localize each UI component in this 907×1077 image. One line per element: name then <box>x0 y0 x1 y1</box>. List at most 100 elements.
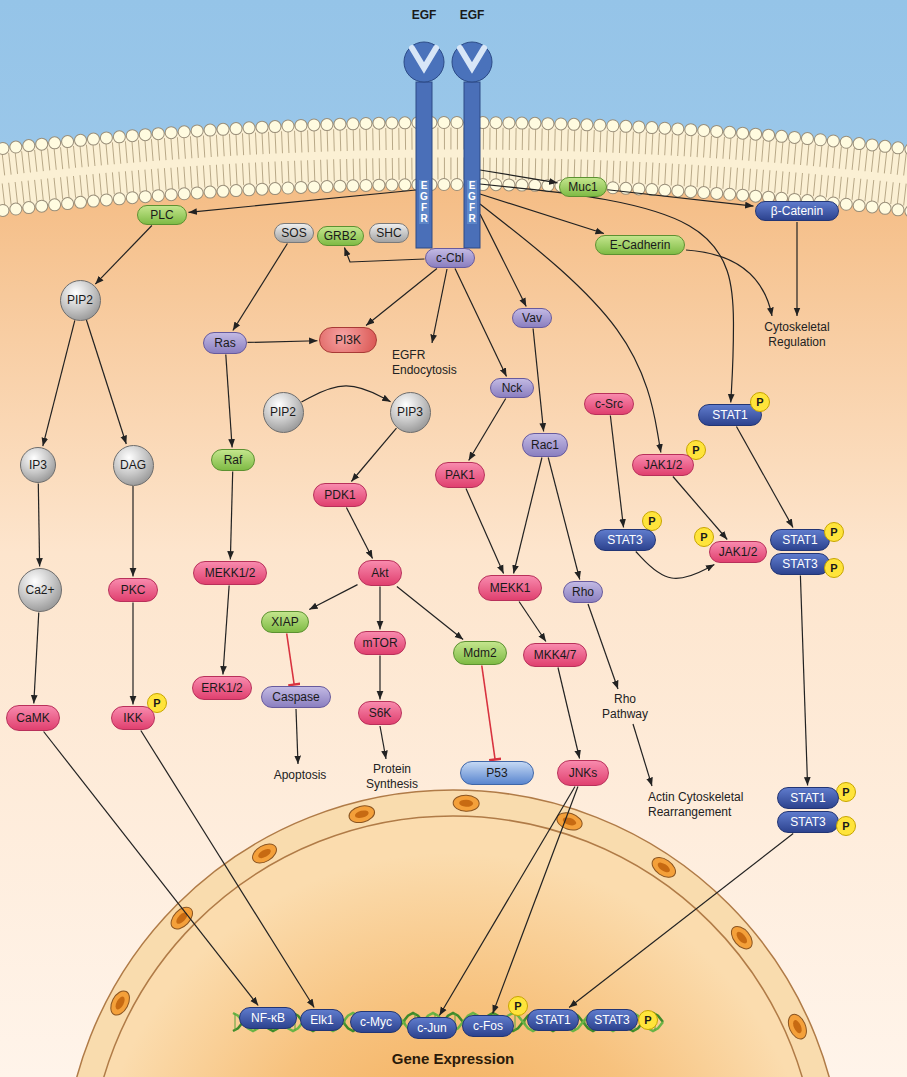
nuclear-pore <box>107 988 133 1018</box>
dna-rung <box>555 1013 556 1030</box>
factor-pill: STAT3 <box>586 1009 638 1031</box>
activation-connector <box>95 226 152 285</box>
node-label: S6K <box>369 706 392 720</box>
node-label: Nck <box>502 381 523 395</box>
dna-rung <box>395 1013 396 1030</box>
dna-rung <box>455 1013 456 1030</box>
dna-rung <box>415 1013 416 1030</box>
factor-pill: STAT1 <box>770 529 830 551</box>
activation-connector <box>346 508 372 559</box>
node-label: PKC <box>121 583 146 597</box>
node-label: P <box>700 530 707 544</box>
ligand-cleft <box>460 48 484 68</box>
phospho-badge: P <box>508 996 528 1016</box>
node-label: MKK4/7 <box>534 648 577 662</box>
activation-connector <box>132 486 133 577</box>
dna-rung <box>655 1013 656 1030</box>
node-label: Rac1 <box>531 438 559 452</box>
node-label: EGF <box>442 8 502 22</box>
node-label: EGFR <box>467 180 477 224</box>
pathway-label: Rho Pathway <box>595 692 655 722</box>
factor-pill: STAT1 <box>777 787 839 809</box>
adaptor-pill: Raf <box>211 449 255 471</box>
adaptor-pill: XIAP <box>261 611 309 633</box>
kinase-pill: JNKs <box>557 760 609 786</box>
receptor-head <box>404 42 444 82</box>
outcome-arrow <box>588 604 618 689</box>
dna-rung <box>365 1019 366 1025</box>
node-label: Rho <box>572 585 594 599</box>
kinase-pill: JAK1/2 <box>709 541 767 563</box>
dna-rung <box>305 1019 306 1025</box>
lipid-tails <box>0 169 907 197</box>
dna-rung <box>375 1013 376 1030</box>
adaptor-pill: Muc1 <box>559 177 607 197</box>
kinase-pill: PDK1 <box>313 483 367 507</box>
factor-pill: β-Catenin <box>755 201 839 221</box>
node-label: STAT1 <box>782 533 818 547</box>
node-label: STAT1 <box>790 791 826 805</box>
dna-strand <box>233 1013 663 1031</box>
activation-connector <box>309 585 357 610</box>
node-label: PI3K <box>335 333 361 347</box>
dna-rung <box>635 1013 636 1030</box>
label-box: Cytoskeletal Regulation <box>747 320 847 350</box>
node-label: P <box>648 514 655 528</box>
gtpase-pill: Ras <box>203 332 247 354</box>
activation-connector <box>189 190 417 212</box>
activation-connector <box>493 787 578 1014</box>
nuclear-pore <box>555 810 585 833</box>
messenger-sphere: DAG <box>113 445 154 486</box>
activation-connector <box>569 834 793 1008</box>
node-label: E-Cadherin <box>610 238 671 252</box>
kinase-pill: PAK1 <box>435 462 485 488</box>
label-box: EGFR Endocytosis <box>392 348 472 378</box>
phospho-badge: P <box>824 522 844 542</box>
node-label: IKK <box>123 711 142 725</box>
receptor-head <box>452 42 492 82</box>
node-label: c-Src <box>595 397 623 411</box>
kinase-pill: IKK <box>111 706 155 730</box>
node-label: Elk1 <box>310 1013 333 1027</box>
node-label: PIP2 <box>270 405 296 419</box>
node-label: PIP3 <box>397 405 423 419</box>
activation-connector <box>548 458 580 580</box>
activation-connector <box>610 416 623 528</box>
outcome-arrows <box>296 222 797 786</box>
node-label: Gene Expression <box>63 1052 843 1066</box>
factor-pill: Elk1 <box>300 1009 344 1031</box>
dna-rung <box>545 1019 546 1025</box>
outcome-arrow <box>432 269 447 343</box>
activation-connector <box>301 386 390 402</box>
dna-rung <box>645 1019 646 1025</box>
pathway-label: Apoptosis <box>260 768 340 783</box>
dna-rung <box>345 1019 346 1025</box>
activation-connector <box>800 576 807 786</box>
dna-rung <box>615 1013 616 1030</box>
dna-rung <box>495 1013 496 1030</box>
membrane-core <box>0 123 907 213</box>
dna-rung <box>605 1019 606 1025</box>
activation-connector <box>397 587 463 640</box>
factor-pill: c-Fos <box>462 1015 514 1037</box>
outcome-arrow <box>686 250 772 316</box>
adaptor-pill: E-Cadherin <box>595 235 685 255</box>
gtpase-pill: Caspase <box>261 686 331 708</box>
dna-rung <box>565 1019 566 1025</box>
activation-connector <box>132 603 133 705</box>
factor-pill: c-Jun <box>407 1017 457 1039</box>
node-label: IP3 <box>29 458 47 472</box>
dna-rung <box>355 1013 356 1030</box>
activation-connector <box>514 458 542 574</box>
node-label: c-Cbl <box>436 251 464 265</box>
node-label: β-Catenin <box>771 204 823 218</box>
node-label: c-Myc <box>360 1015 392 1029</box>
dna-rung <box>275 1013 276 1030</box>
nuclear-envelope <box>63 790 843 1077</box>
pathway-label: Cytoskeletal Regulation <box>747 320 847 350</box>
outcome-arrow <box>796 222 797 316</box>
activation-connector <box>351 428 396 481</box>
inhibition-connector <box>287 634 294 685</box>
messenger-sphere: IP3 <box>20 447 56 483</box>
kinase-pill: Akt <box>358 560 402 586</box>
